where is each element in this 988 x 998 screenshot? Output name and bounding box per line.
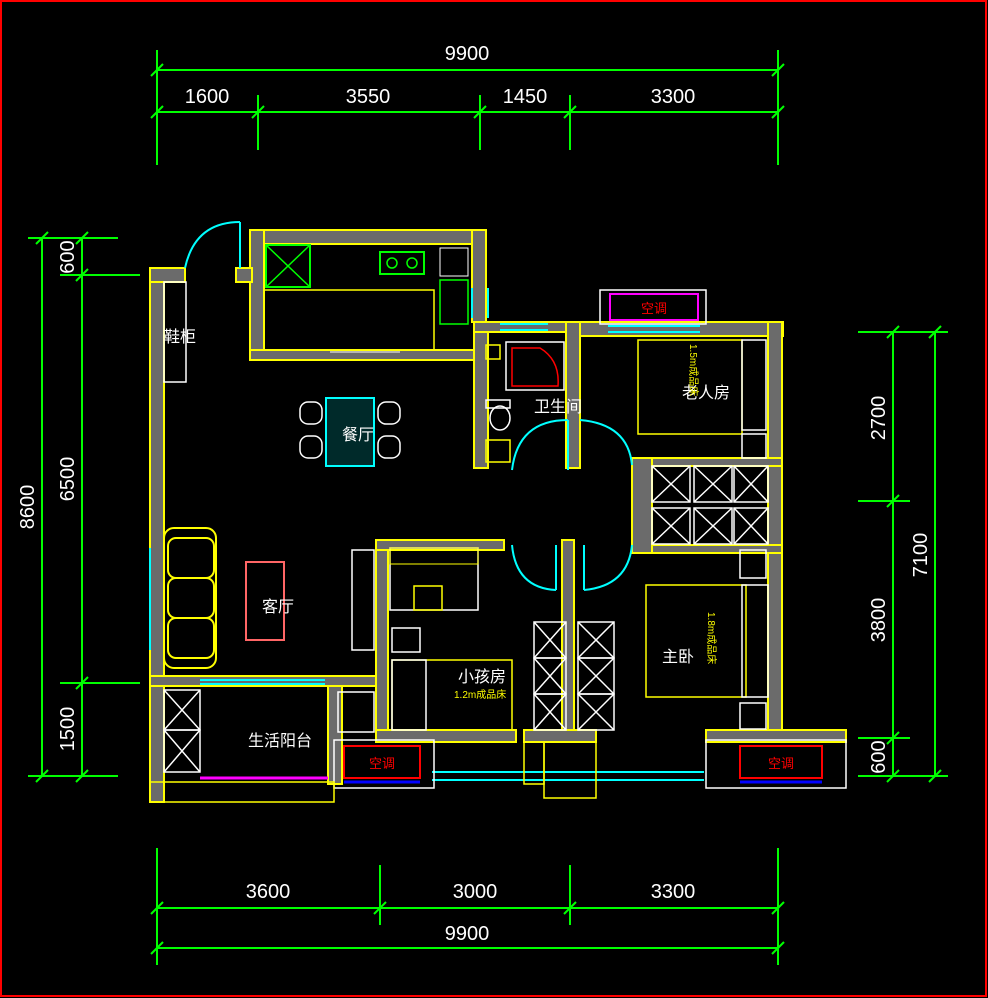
top-total-dim: 9900 <box>445 43 490 65</box>
stove-icon <box>379 251 425 275</box>
kitchen-sink-icon <box>439 279 469 325</box>
child-room <box>389 547 513 731</box>
toilet-icon <box>489 405 511 431</box>
guest-bed-label: 1.5m成品床 <box>687 344 700 396</box>
left-total-dim: 8600 <box>17 485 39 530</box>
shoe-cabinet-label: 鞋柜 <box>164 328 196 346</box>
right-dim-2: 3800 <box>868 598 890 643</box>
ac-label-bottom-right: 空调 <box>768 756 794 771</box>
ac-unit-bottom-right: 空调 <box>705 739 847 789</box>
living-label: 客厅 <box>262 598 294 616</box>
right-dim-3: 600 <box>868 740 890 773</box>
ac-unit-top: 空调 <box>599 289 707 325</box>
master-bedroom <box>645 549 769 730</box>
right-dimensions <box>858 331 948 777</box>
balcony-storage <box>163 689 375 773</box>
left-dim-1: 600 <box>57 240 79 273</box>
bottom-dim-2: 3000 <box>453 881 498 903</box>
master-bedroom-label: 主卧 <box>662 648 694 666</box>
wardrobes <box>651 465 769 545</box>
top-dim-2: 3550 <box>346 86 391 108</box>
child-room-label: 小孩房 <box>458 668 506 686</box>
bottom-total-dim: 9900 <box>445 923 490 945</box>
bottom-dim-3: 3300 <box>651 881 696 903</box>
ac-label-top: 空调 <box>641 301 667 316</box>
sofa <box>163 527 217 669</box>
right-dim-1: 2700 <box>868 396 890 441</box>
top-dim-4: 3300 <box>651 86 696 108</box>
tv-cabinet <box>351 549 375 651</box>
master-bed-label: 1.8m成品床 <box>705 612 718 664</box>
ac-unit-bottom-left: 空调 <box>333 739 435 789</box>
bottom-dimensions <box>156 848 779 965</box>
ac-label-bottom-left: 空调 <box>369 756 395 771</box>
door-swings <box>184 221 633 591</box>
dining-label: 餐厅 <box>342 426 374 444</box>
child-bed-label: 1.2m成品床 <box>454 688 506 701</box>
dining-table <box>299 397 401 467</box>
top-dim-3: 1450 <box>503 86 548 108</box>
bathroom-label: 卫生间 <box>534 398 582 416</box>
bathroom-fixtures <box>485 341 565 463</box>
guest-bedroom <box>637 339 767 459</box>
guest-bedroom-label: 老人房 <box>682 384 730 402</box>
bottom-dim-1: 3600 <box>246 881 291 903</box>
shoe-cabinet <box>163 281 187 383</box>
windows <box>149 288 704 781</box>
top-dim-1: 1600 <box>185 86 230 108</box>
left-dim-3: 1500 <box>57 707 79 752</box>
balcony-label: 生活阳台 <box>248 732 312 750</box>
kitchen <box>263 244 469 353</box>
coffee-table <box>245 561 285 641</box>
right-total-dim: 7100 <box>910 533 932 578</box>
fridge-icon <box>265 244 311 288</box>
left-dim-2: 6500 <box>57 457 79 502</box>
corridor-cabinets <box>533 621 615 731</box>
left-dimensions <box>28 237 140 777</box>
